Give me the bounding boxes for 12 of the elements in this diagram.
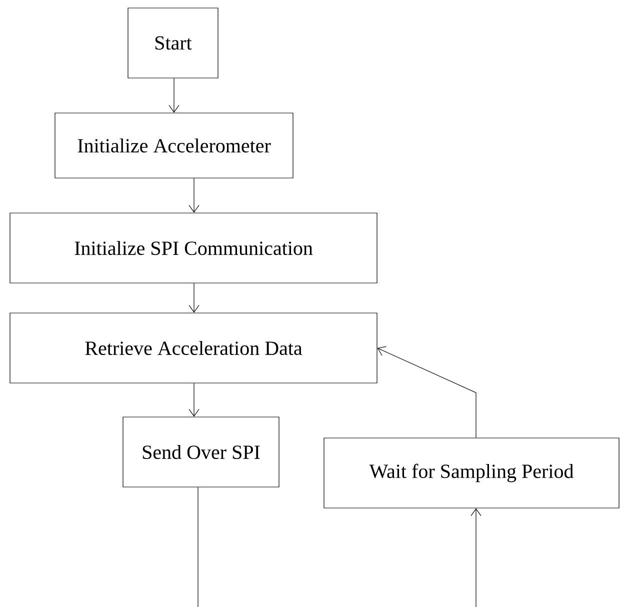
process-box: Wait for Sampling Period [324,438,620,508]
arrow [377,346,476,438]
process-box: Start [128,8,218,78]
arrow [168,78,180,113]
arrow [470,508,482,607]
process-box: Initialize SPI Communication [10,212,378,284]
arrow [188,383,200,417]
process-box: Send Over SPI [122,416,280,488]
process-box: Retrieve Acceleration Data [10,312,378,384]
arrow [188,178,200,213]
process-box: Initialize Accelerometer [54,112,294,178]
arrow [188,283,200,313]
